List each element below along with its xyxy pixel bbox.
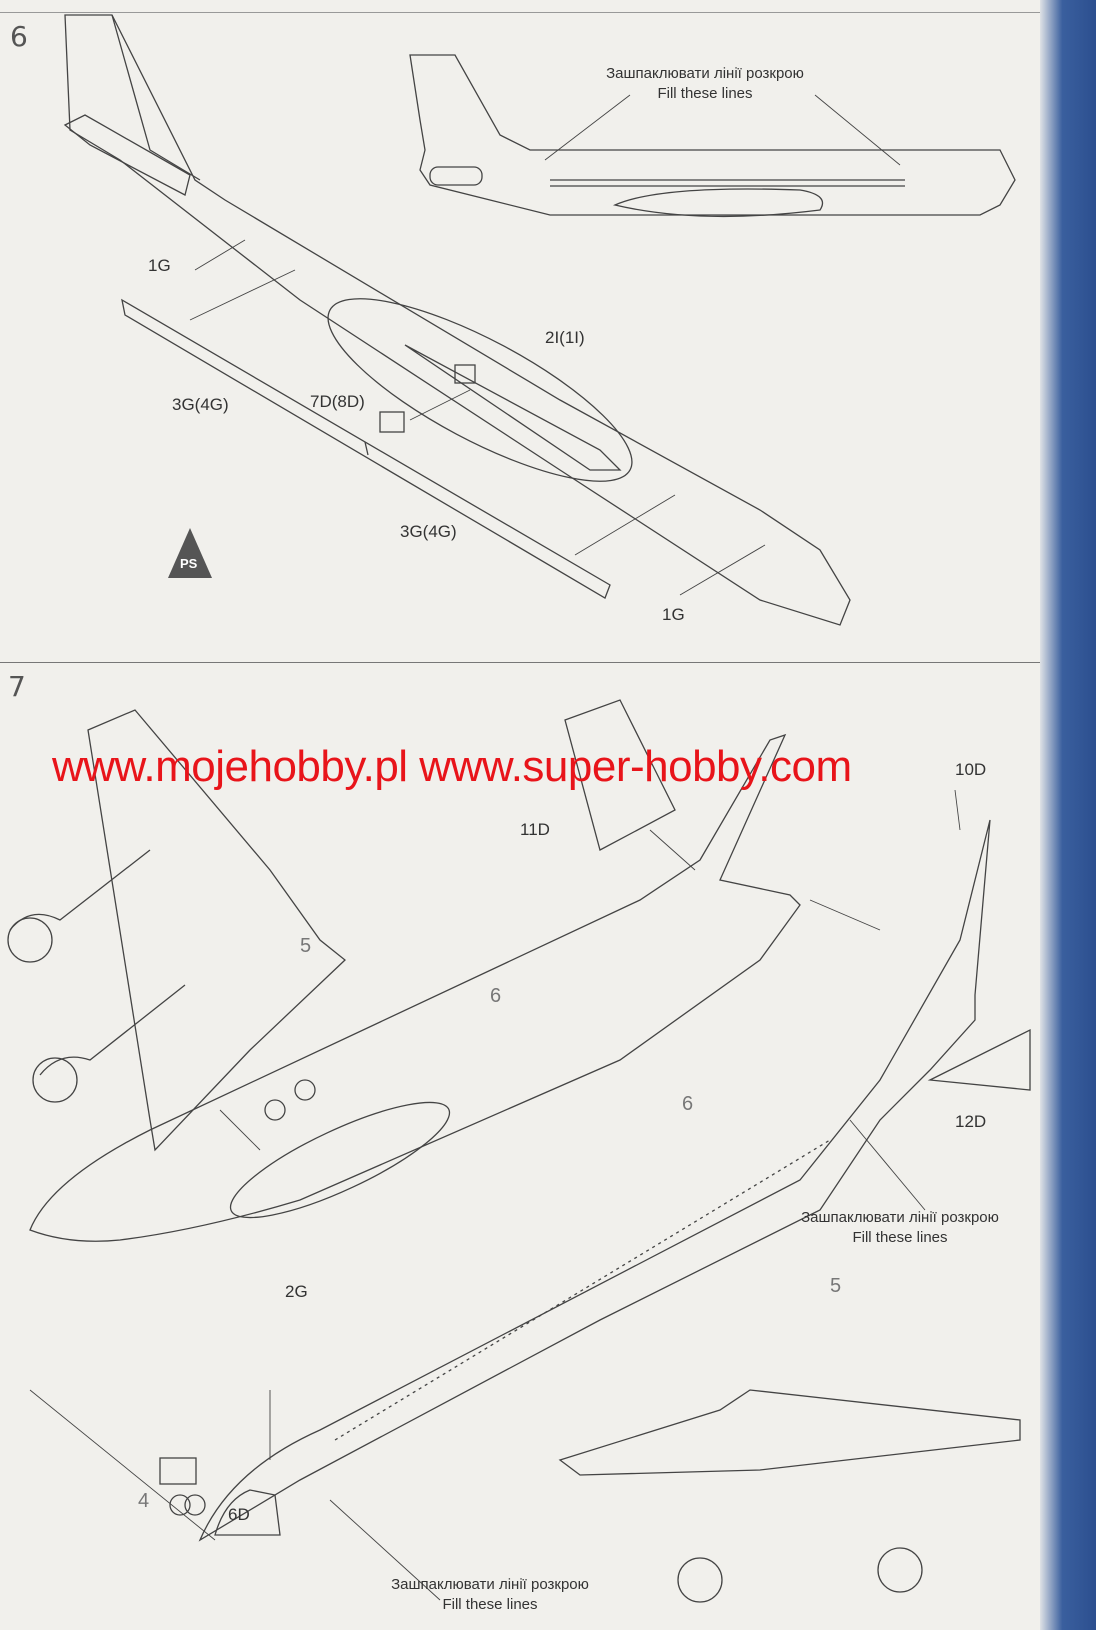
fuselage-half-diagram: [63, 14, 851, 626]
part-label-1g: 1G: [148, 256, 171, 275]
part-label-4: 4: [138, 1490, 150, 1512]
part-label-2i: 2I(1I): [545, 328, 585, 347]
side-view-fuselage: [409, 54, 1016, 218]
part-label-12d: 12D: [955, 1112, 987, 1131]
part-label-11d: 11D: [520, 820, 550, 839]
ps-logo-text: PS: [180, 556, 198, 571]
part-label-5: 5: [830, 1275, 842, 1297]
step-6-fill-lines-caption: Зашпаклювати лінії розкрою Fill these li…: [560, 64, 850, 104]
caption-ua: Зашпаклювати лінії розкрою: [801, 1209, 999, 1226]
assembly-arrows-6: [189, 94, 901, 596]
part-label-2g: 2G: [285, 1282, 308, 1301]
stabilizer-12d-part: [927, 1028, 1031, 1091]
stabilizer-11d-part: [564, 699, 676, 851]
caption-en: Fill these lines: [442, 1596, 538, 1613]
part-label-10d: 10D: [955, 760, 987, 779]
ps-logo: [168, 528, 212, 578]
background-edge: [1040, 0, 1096, 1630]
step-7-number: 7: [8, 670, 26, 703]
caption-ua: Зашпаклювати лінії розкрою: [391, 1576, 589, 1593]
step-7-bottom-caption: Зашпаклювати лінії розкрою Fill these li…: [365, 1575, 615, 1615]
caption-en: Fill these lines: [852, 1229, 948, 1246]
wing-left-part: [7, 709, 346, 1152]
nose-gear-and-canopy: [159, 1457, 281, 1536]
part-label-6: 6: [490, 985, 502, 1007]
step-divider: [0, 662, 1040, 663]
fuselage-left-diagram: [29, 733, 801, 1242]
caption-ua: Зашпаклювати лінії розкрою: [606, 65, 804, 82]
wing-right-part: [558, 1389, 1021, 1603]
watermark: www.mojehobby.pl www.super-hobby.com: [52, 742, 852, 791]
floor-strip-part: [121, 298, 611, 599]
part-label-7d: 7D(8D): [310, 392, 365, 411]
step-7-right-caption: Зашпаклювати лінії розкрою Fill these li…: [775, 1208, 1025, 1248]
part-label-1g: 1G: [662, 605, 685, 624]
assembly-arrows-7: [29, 789, 961, 1601]
instruction-sheet: [0, 0, 1040, 1630]
part-label-5: 5: [300, 935, 312, 957]
part-label-6d: 6D: [228, 1505, 250, 1524]
step-6-number: 6: [10, 20, 28, 53]
part-label-3g: 3G(4G): [400, 522, 457, 541]
fuselage-right-diagram: [198, 819, 991, 1542]
part-label-3g: 3G(4G): [172, 395, 229, 414]
top-border: [0, 12, 1040, 13]
caption-en: Fill these lines: [657, 85, 753, 102]
part-label-6: 6: [682, 1093, 694, 1115]
